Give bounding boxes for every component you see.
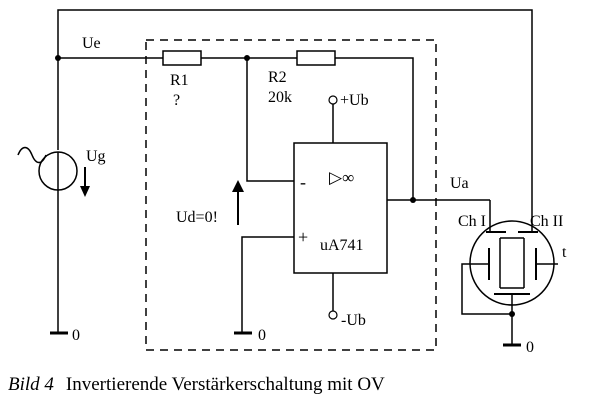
label-minus-ub: -Ub xyxy=(341,312,366,329)
figure-number: Bild 4 xyxy=(8,374,54,395)
label-r1: R1 xyxy=(170,72,189,89)
label-r2: R2 xyxy=(268,69,287,86)
oscilloscope-tube xyxy=(469,220,555,306)
sine-icon xyxy=(17,146,47,164)
label-ud: Ud=0! xyxy=(176,209,218,226)
label-opamp-type: uA741 xyxy=(320,237,364,254)
opamp-triangle-symbol: ▷∞ xyxy=(329,168,354,187)
circuit-boundary-dashed xyxy=(145,39,437,351)
label-ch2: Ch II xyxy=(530,213,563,230)
wire-inverting-input xyxy=(246,58,294,182)
label-ue: Ue xyxy=(82,35,101,52)
resistor-r2 xyxy=(296,50,336,66)
label-noninverting-input: + xyxy=(298,227,308,247)
label-r2-value: 20k xyxy=(268,89,292,106)
label-inverting-input: - xyxy=(300,172,306,192)
inverting-amplifier-schematic: Ue R1 ? R2 20k +Ub Ug - ▷∞ + uA741 Ud=0!… xyxy=(17,9,567,356)
label-ground-left: 0 xyxy=(72,327,80,344)
label-ug: Ug xyxy=(86,148,106,165)
opamp-body xyxy=(293,142,388,274)
label-r1-value: ? xyxy=(173,92,180,109)
scope-ground-return xyxy=(461,263,512,315)
ud-arrow-head xyxy=(232,180,244,192)
figure-caption: Bild 4 Invertierende Verstärkerschaltung … xyxy=(8,370,598,400)
wire-top-loop xyxy=(57,9,533,185)
label-time: t xyxy=(562,244,567,261)
resistor-r1 xyxy=(162,50,202,66)
label-plus-ub: +Ub xyxy=(340,92,369,109)
terminal-plus-ub xyxy=(328,95,338,105)
figure-title: Invertierende Verstärkerschaltung mit OV xyxy=(65,374,385,395)
terminal-minus-ub xyxy=(328,310,338,320)
label-ground-right: 0 xyxy=(526,339,534,356)
label-ground-mid: 0 xyxy=(258,327,266,344)
wire-r2-feedback xyxy=(335,57,414,200)
label-ch1: Ch I xyxy=(458,213,486,230)
ug-arrow-head xyxy=(80,186,90,197)
wire-noninverting-input xyxy=(241,236,294,333)
label-ua: Ua xyxy=(450,175,469,192)
